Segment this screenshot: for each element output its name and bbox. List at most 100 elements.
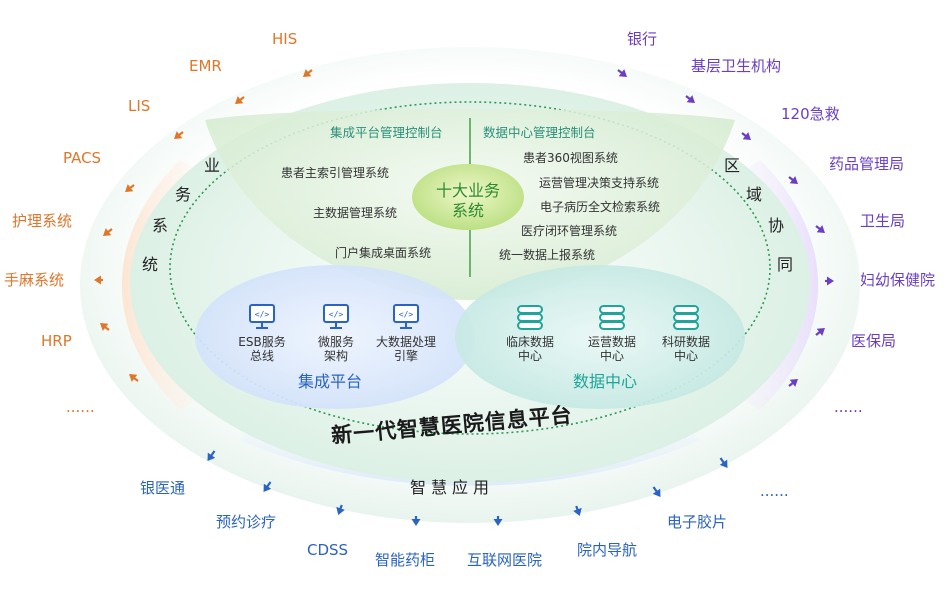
datacenter-item-line1: 科研数据 <box>661 335 710 349</box>
left-system-7: ...... <box>66 398 95 416</box>
left-arrow-0 <box>303 69 313 77</box>
right-arrow-0 <box>617 69 627 77</box>
datacenter-item-2: 科研数据中心 <box>646 335 726 364</box>
smart-app-2: CDSS <box>307 541 349 559</box>
integration-platform-title: 集成平台 <box>298 372 363 391</box>
database-icon <box>599 305 625 330</box>
datacenter-item-line2: 中心 <box>673 348 698 363</box>
integration-item-1: 微服务架构 <box>296 335 376 364</box>
right-arrow-7 <box>788 379 798 387</box>
smart-app-5: 院内导航 <box>577 541 638 559</box>
smart-app-1: 预约诊疗 <box>216 513 277 531</box>
region-label-char-1: 域 <box>746 185 763 204</box>
integration-item-line2: 架构 <box>323 348 348 363</box>
right-arrow-1 <box>685 95 695 103</box>
svg-text:</>: </> <box>255 310 270 319</box>
business-label-char-2: 系 <box>152 216 169 235</box>
right-arrow-3 <box>788 176 798 184</box>
left-arrow-1 <box>235 96 245 104</box>
datacenter-title: 数据中心 <box>573 372 638 391</box>
right-arrow-6 <box>815 328 825 336</box>
smart-app-6: 电子胶片 <box>667 513 728 531</box>
integration-item-line2: 引擎 <box>393 348 418 363</box>
left-system-4: 护理系统 <box>12 212 73 230</box>
left-system-5: 手麻系统 <box>4 271 65 289</box>
monitor-icon: </> <box>393 304 419 329</box>
monitor-icon: </> <box>323 304 349 329</box>
datacenter-item-line1: 临床数据 <box>505 335 554 349</box>
left-system-1: EMR <box>189 57 222 75</box>
bottom-arrow-1 <box>263 481 272 492</box>
left-system-6: HRP <box>41 332 72 350</box>
apps-title: 智慧应用 <box>410 478 495 497</box>
right-system-5: 妇幼保健院 <box>860 271 936 289</box>
datacenter-item-1: 运营数据中心 <box>572 335 652 364</box>
left-arrow-6 <box>100 323 110 331</box>
smart-app-4: 互联网医院 <box>467 551 543 569</box>
module-empi: 患者主索引管理系统 <box>281 166 390 180</box>
bottom-arrow-3 <box>411 516 421 526</box>
svg-text:</>: </> <box>329 310 344 319</box>
smart-app-3: 智能药柜 <box>375 551 436 569</box>
core-line-1: 十大业务 <box>435 181 500 200</box>
datacenter-item-line2: 中心 <box>517 348 542 363</box>
right-arrow-4 <box>815 225 825 233</box>
datacenter-item-0: 临床数据中心 <box>490 335 570 364</box>
left-arrow-3 <box>125 184 135 192</box>
business-label-char-0: 业 <box>204 156 221 175</box>
integration-item-line1: ESB服务 <box>238 335 286 349</box>
module-closed-loop: 医疗闭环管理系统 <box>521 224 618 238</box>
right-system-6: 医保局 <box>851 332 897 350</box>
datacenter-item-line2: 中心 <box>599 348 624 363</box>
smart-app-7: ...... <box>760 482 789 500</box>
integration-item-0: ESB服务总线 <box>222 335 302 364</box>
bottom-arrow-4 <box>493 516 503 526</box>
integration-item-line2: 总线 <box>249 348 274 363</box>
module-ops-decision: 运营管理决策支持系统 <box>539 176 660 190</box>
bottom-arrow-0 <box>207 450 216 461</box>
module-data-report: 统一数据上报系统 <box>499 248 596 262</box>
right-system-1: 基层卫生机构 <box>691 57 782 75</box>
left-system-3: PACS <box>63 149 102 167</box>
right-arrow-5 <box>825 276 834 286</box>
region-label-char-2: 协 <box>768 216 785 235</box>
right-system-3: 药品管理局 <box>829 155 905 173</box>
database-icon <box>517 305 543 330</box>
datacenter-item-line1: 运营数据 <box>587 335 636 349</box>
left-system-0: HIS <box>272 30 298 48</box>
core-business-systems: 十大业务 系统 <box>428 181 508 221</box>
bottom-arrow-2 <box>336 504 345 515</box>
right-system-7: ...... <box>834 398 863 416</box>
left-arrow-7 <box>129 374 139 382</box>
business-label-char-3: 统 <box>142 255 159 274</box>
region-label-char-0: 区 <box>724 156 741 175</box>
integration-item-2: 大数据处理引擎 <box>366 335 446 364</box>
module-emr-search: 电子病历全文检索系统 <box>540 200 661 214</box>
left-system-2: LIS <box>128 97 151 115</box>
core-line-2: 系统 <box>451 201 484 220</box>
svg-text:</>: </> <box>399 310 414 319</box>
module-portal: 门户集成桌面系统 <box>335 246 432 260</box>
datacenter-console: 数据中心管理控制台 <box>483 125 596 140</box>
region-label-char-3: 同 <box>777 255 794 274</box>
right-arrow-2 <box>741 132 751 140</box>
integration-console: 集成平台管理控制台 <box>330 125 443 140</box>
module-patient360: 患者360视图系统 <box>523 151 618 165</box>
database-icon <box>673 305 699 330</box>
bottom-arrow-5 <box>573 505 582 516</box>
right-system-0: 银行 <box>627 30 658 48</box>
business-label-char-1: 务 <box>175 185 192 204</box>
integration-item-line1: 大数据处理 <box>375 335 436 349</box>
left-arrow-5 <box>94 275 103 285</box>
bottom-arrow-6 <box>652 486 661 497</box>
smart-app-0: 银医通 <box>140 479 186 497</box>
module-mdm: 主数据管理系统 <box>313 206 398 220</box>
right-system-4: 卫生局 <box>860 212 906 230</box>
monitor-icon: </> <box>249 304 275 329</box>
left-arrow-4 <box>103 228 113 236</box>
right-system-2: 120急救 <box>781 105 840 123</box>
integration-item-line1: 微服务 <box>317 335 354 349</box>
left-arrow-2 <box>174 131 184 139</box>
